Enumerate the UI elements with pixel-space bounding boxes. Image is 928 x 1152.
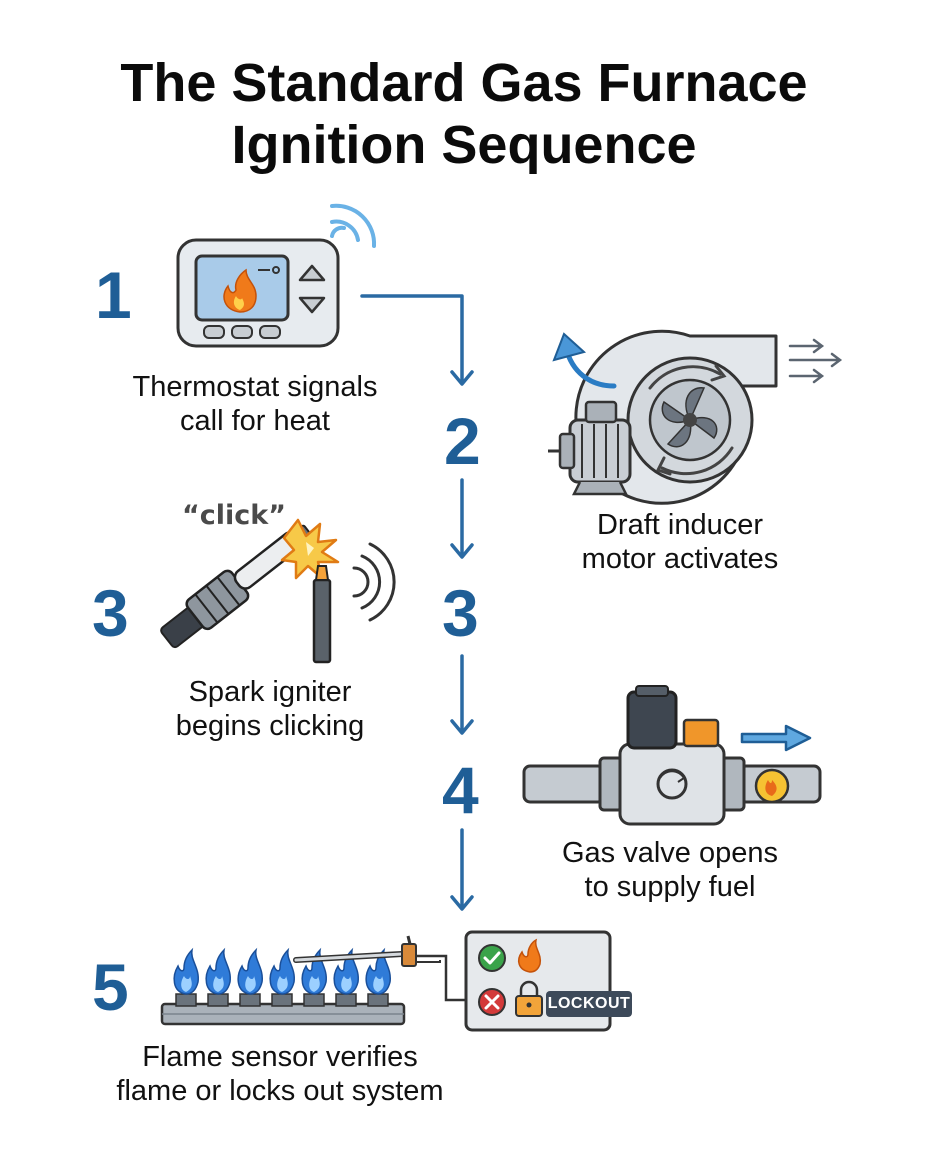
wireless-signal-icon	[330, 203, 377, 248]
spark-igniter-icon	[160, 518, 396, 664]
step-5-caption: Flame sensor verifies flame or locks out…	[116, 1041, 444, 1107]
step-4-caption: Gas valve opens to supply fuel	[561, 837, 778, 903]
step-number-3-flow: 3	[442, 576, 479, 650]
gas-valve-icon	[522, 685, 822, 826]
title-line-1: The Standard Gas Furnace	[120, 53, 808, 113]
step-number-1: 1	[95, 258, 132, 332]
page-title: The Standard Gas Furnace Ignition Sequen…	[0, 52, 928, 176]
step-1-caption: Thermostat signals call for heat	[132, 371, 378, 437]
step-number-2: 2	[444, 404, 481, 478]
title-line-2: Ignition Sequence	[231, 115, 697, 175]
airflow-arrows-icon	[788, 338, 843, 384]
inducer-motor-icon	[548, 329, 843, 505]
thermostat-icon	[176, 203, 377, 348]
burner-flames-icon	[173, 947, 391, 1007]
step-3-caption: Spark igniter begins clicking	[175, 676, 365, 742]
step-number-3-left: 3	[92, 576, 129, 650]
step-number-5: 5	[92, 950, 129, 1024]
flow-arrow-1-2	[360, 294, 464, 385]
step-2-caption: Draft inducer motor activates	[581, 509, 779, 575]
click-sound-label: “click”	[182, 500, 286, 531]
sound-waves-icon	[352, 542, 396, 622]
step-number-4: 4	[442, 753, 479, 827]
flow-arrows	[360, 294, 474, 911]
flame-sensor-icon	[160, 930, 612, 1032]
lockout-badge: LOCKOUT	[546, 991, 632, 1017]
